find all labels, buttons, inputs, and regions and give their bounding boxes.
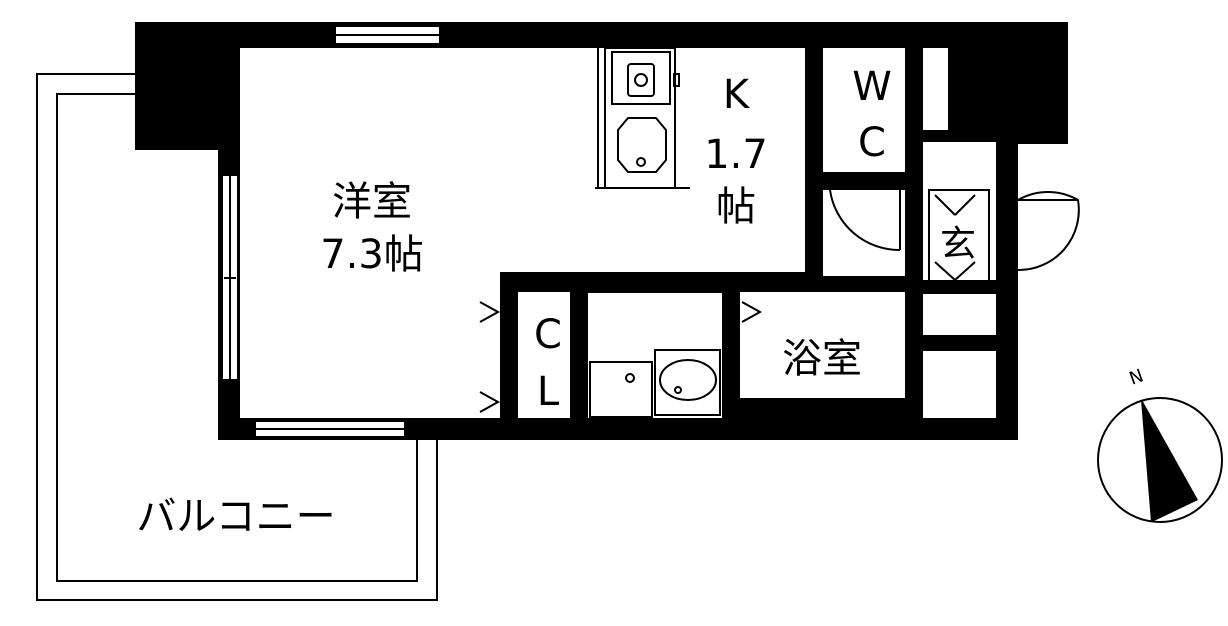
western-room-size: 7.3帖 — [320, 232, 424, 278]
wc-label-top: W — [852, 64, 892, 110]
balcony — [36, 73, 438, 601]
closet-label-bottom: L — [537, 369, 560, 415]
wc-label-bottom: C — [858, 120, 886, 166]
closet-label-top: C — [534, 312, 562, 358]
washroom-fixtures — [479, 281, 763, 418]
kitchen-counter — [595, 47, 690, 189]
kitchen-size-number: 1.7 — [704, 132, 768, 178]
exterior-walls — [135, 22, 1068, 440]
kitchen-name: K — [723, 72, 751, 118]
bath-name: 浴室 — [782, 336, 862, 382]
compass-north-label: N — [1127, 365, 1147, 389]
compass: N — [1097, 365, 1223, 523]
doors — [809, 129, 1080, 286]
entrance-name: 玄 — [940, 224, 976, 265]
windows — [221, 25, 441, 438]
room-areas — [240, 48, 996, 418]
balcony-name: バルコニー — [136, 494, 335, 540]
kitchen-size-unit: 帖 — [716, 184, 756, 230]
western-room-name: 洋室 — [332, 179, 412, 225]
